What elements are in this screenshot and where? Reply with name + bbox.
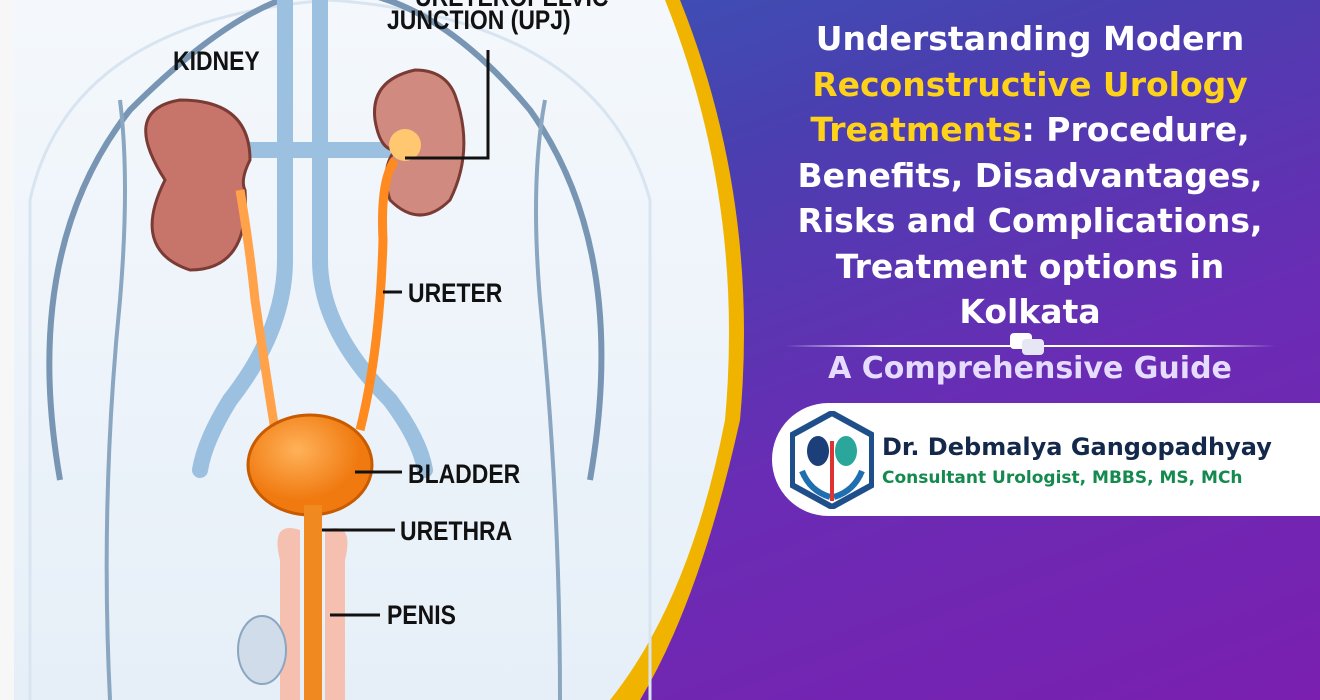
title-line1: Understanding Modern (815, 19, 1245, 58)
doctor-name: Dr. Debmalya Gangopadhyay (882, 433, 1272, 461)
page-title: Understanding Modern Reconstructive Urol… (770, 16, 1290, 335)
label-ureter: URETER (408, 278, 503, 308)
label-upj-top: URETEROPELVIC (415, 0, 608, 13)
doctor-card: Dr. Debmalya Gangopadhyay Consultant Uro… (772, 403, 1320, 516)
label-kidney: KIDNEY (173, 46, 260, 76)
title-rest: : Procedure, Benefits, Disadvantages, Ri… (797, 110, 1263, 331)
chat-bubble-icon (1010, 333, 1044, 355)
doctor-credentials: Consultant Urologist, MBBS, MS, MCh (882, 468, 1243, 488)
label-penis: PENIS (387, 600, 456, 630)
label-urethra: URETHRA (400, 516, 513, 546)
clinic-logo (790, 411, 874, 509)
label-bladder: BLADDER (408, 459, 521, 489)
title-highlight: Reconstructive Urology Treatments (810, 64, 1248, 150)
subtitle: A Comprehensive Guide (828, 351, 1232, 386)
label-upj: JUNCTION (UPJ) (387, 5, 571, 35)
